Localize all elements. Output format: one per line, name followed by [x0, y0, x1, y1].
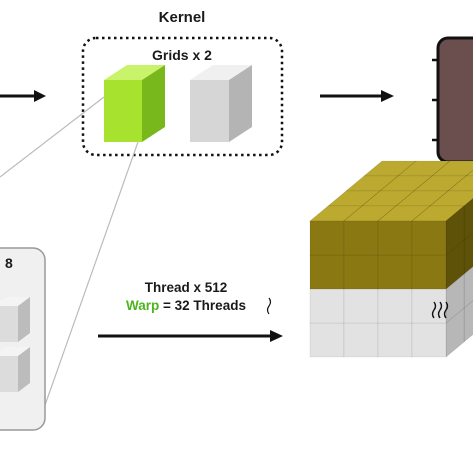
thread-cube-cluster	[309, 160, 473, 358]
thread-cube-active	[411, 205, 465, 256]
warp-squiggle-icon	[266, 297, 272, 315]
kernel-title: Kernel	[159, 9, 206, 26]
arrow-right-icon	[0, 90, 46, 102]
grids-label: Grids x 2	[152, 47, 212, 63]
arrow-right-icon	[98, 330, 283, 342]
grid-cube	[190, 65, 252, 142]
kernel-box	[81, 36, 284, 157]
processor-icon	[432, 36, 473, 176]
zoom-line	[43, 141, 139, 409]
warp-prefix: Warp	[126, 298, 159, 313]
grid-cube-highlighted	[104, 65, 165, 142]
block-cubes	[0, 297, 30, 392]
warp-label: Warp = 32 Threads	[126, 298, 246, 313]
thread-count-label: Thread x 512	[145, 280, 228, 295]
block-label: 8	[5, 255, 13, 271]
warp-rest: = 32 Threads	[159, 298, 246, 313]
heat-wave-icon	[431, 301, 449, 319]
thread-cube-inactive	[411, 307, 465, 358]
arrow-right-icon	[320, 90, 394, 102]
zoom-line	[0, 96, 105, 178]
